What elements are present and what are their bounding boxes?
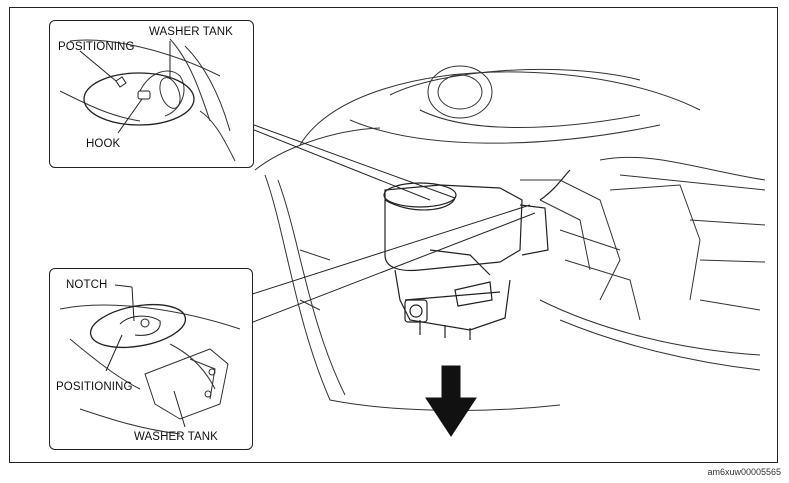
washer-tank-label: WASHER TANK xyxy=(149,26,233,38)
diagram-frame xyxy=(9,7,778,463)
positioning-label: POSITIONING xyxy=(56,381,133,393)
figure-code: am6xuw00005565 xyxy=(707,467,781,477)
callout-leader-lines xyxy=(214,124,536,335)
notch-detail-inset: NOTCH POSITIONING WASHER TANK xyxy=(49,268,253,450)
hook-detail-inset: POSITIONING WASHER TANK HOOK xyxy=(49,20,254,168)
hook-detail-drawing xyxy=(59,38,236,162)
notch-label: NOTCH xyxy=(66,279,108,291)
vehicle-front-body xyxy=(254,65,766,411)
notch-detail-circle xyxy=(89,303,187,349)
hook-detail-circle xyxy=(83,72,195,126)
notch-detail-drawing xyxy=(59,284,241,435)
positioning-label: POSITIONING xyxy=(58,41,135,53)
washer-tank-label: WASHER TANK xyxy=(134,431,218,443)
washer-tank-body xyxy=(383,169,571,340)
hook-label: HOOK xyxy=(86,138,121,150)
